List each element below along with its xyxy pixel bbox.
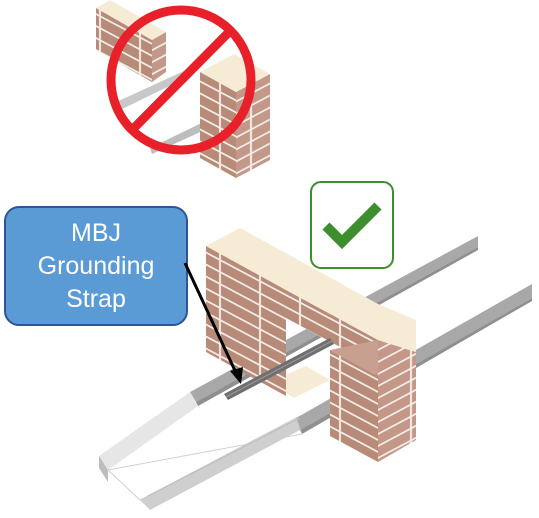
correct-installation-illustration <box>99 228 532 510</box>
brick-pillar-left <box>206 246 286 396</box>
checkmark-icon <box>310 181 394 269</box>
brick-pillar <box>200 72 236 178</box>
callout-arrow <box>183 262 243 384</box>
brick-lintel-top <box>240 228 378 310</box>
brick-pillar-side <box>152 32 166 82</box>
callout-box <box>4 206 188 326</box>
brick-pillar-right-top <box>378 304 416 352</box>
rail-segment <box>112 70 190 112</box>
brick-pillar-left-top <box>206 228 320 290</box>
brick-pillar-right-side <box>378 340 416 462</box>
brick-pillar-top <box>96 0 166 40</box>
brick-pillar-right <box>330 350 378 462</box>
no-entry-icon <box>106 5 256 155</box>
rail-channel <box>99 392 198 470</box>
